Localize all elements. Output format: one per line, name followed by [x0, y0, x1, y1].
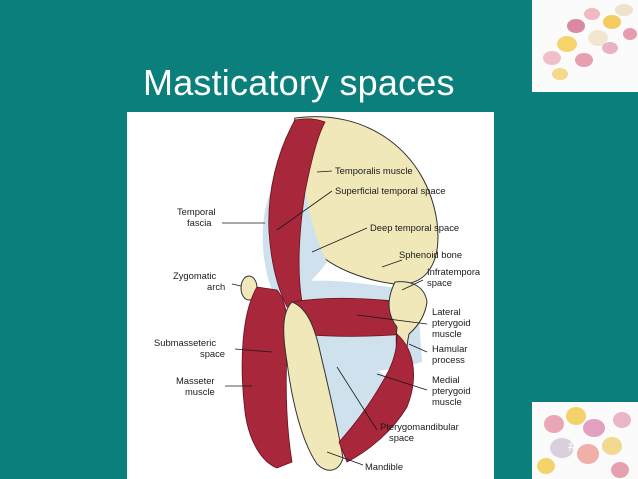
label-medial-pterygoid-3: muscle [432, 396, 462, 407]
label-hamular-process-1: Hamular [432, 343, 467, 354]
mandible-shape [283, 301, 344, 471]
label-sphenoid-bone: Sphenoid bone [399, 249, 462, 260]
label-temporal-fascia-1: Temporal [177, 206, 216, 217]
label-lateral-pterygoid-1: Lateral [432, 306, 461, 317]
label-deep-temporal-space: Deep temporal space [370, 222, 459, 233]
label-hamular-process-2: process [432, 354, 465, 365]
label-zygomatic-arch-1: Zygomatic [173, 270, 217, 281]
label-submasseteric-space-2: space [200, 348, 225, 359]
label-pterygomandibular-space-2: space [389, 432, 414, 443]
label-masseter-muscle-2: muscle [185, 386, 215, 397]
medial-pterygoid-shape [338, 333, 414, 463]
label-mandible: Mandible [365, 461, 403, 472]
masticatory-spaces-diagram: Temporalis muscle Superficial temporal s… [127, 112, 494, 479]
label-medial-pterygoid-2: pterygoid [432, 385, 471, 396]
label-lateral-pterygoid-3: muscle [432, 328, 462, 339]
label-superficial-temporal-space: Superficial temporal space [335, 185, 445, 196]
label-infratemporal-space-1: Infratempora [427, 266, 481, 277]
candy-eggs-photo-top [532, 0, 638, 92]
label-zygomatic-arch-2: arch [207, 281, 225, 292]
masseter-muscle-shape [241, 286, 293, 469]
label-infratemporal-space-2: space [427, 277, 452, 288]
label-submasseteric-space-1: Submasseteric [154, 337, 216, 348]
candy-eggs-photo-bottom [532, 402, 638, 479]
label-temporal-fascia-2: fascia [187, 217, 212, 228]
slide-number: # [568, 438, 577, 455]
label-temporalis-muscle: Temporalis muscle [335, 165, 413, 176]
temporalis-muscle-shape [268, 118, 326, 308]
label-masseter-muscle-1: Masseter [176, 375, 215, 386]
slide-title: Masticatory spaces [143, 62, 455, 103]
label-medial-pterygoid-1: Medial [432, 374, 460, 385]
label-lateral-pterygoid-2: pterygoid [432, 317, 471, 328]
label-pterygomandibular-space-1: Pterygomandibular [380, 421, 459, 432]
